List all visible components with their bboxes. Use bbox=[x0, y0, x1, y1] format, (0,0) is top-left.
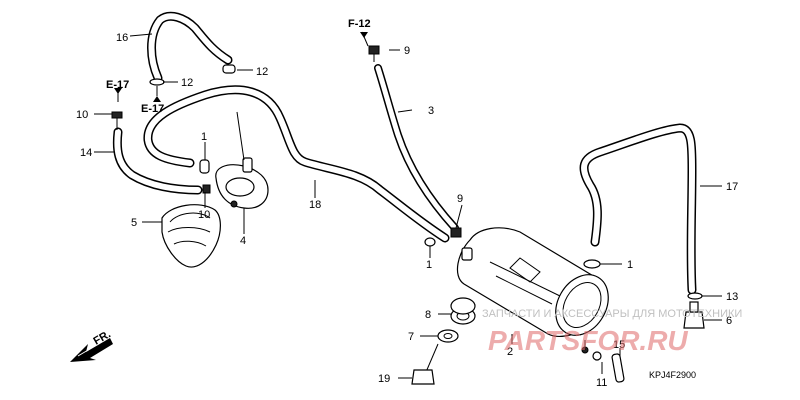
hose-18 bbox=[143, 85, 450, 243]
reference-labels: E-17 E-17 F-12 bbox=[106, 18, 371, 115]
callout-14: 14 bbox=[80, 147, 92, 159]
bracket-5 bbox=[161, 204, 221, 268]
screw-10-lower bbox=[202, 184, 211, 194]
callout-5: 5 bbox=[131, 217, 137, 229]
callout-10-left: 10 bbox=[76, 109, 88, 121]
screw-10-left bbox=[111, 111, 123, 130]
part-code: KPJ4F2900 bbox=[649, 370, 696, 380]
watermark-tagline: ЗАПЧАСТИ И АКСЕССУАРЫ ДЛЯ МОТОТЕХНИКИ bbox=[482, 308, 742, 320]
callout-19: 19 bbox=[378, 373, 390, 385]
callout-labels: 16 12 12 10 14 1 10 5 4 18 3 9 9 1 1 17 … bbox=[76, 32, 738, 389]
callout-12-left: 12 bbox=[181, 77, 193, 89]
hose-16 bbox=[147, 11, 233, 83]
pin-15 bbox=[611, 353, 625, 383]
clip-1-c bbox=[583, 259, 601, 269]
callout-17: 17 bbox=[726, 181, 738, 193]
fitting-6 bbox=[683, 301, 705, 329]
callout-4: 4 bbox=[240, 235, 246, 247]
callout-12-upper: 12 bbox=[256, 66, 268, 78]
callout-9-top: 9 bbox=[404, 45, 410, 57]
callout-1-c: 1 bbox=[627, 259, 633, 271]
callout-18: 18 bbox=[309, 199, 321, 211]
ref-e17-top: E-17 bbox=[106, 79, 129, 91]
callout-8: 8 bbox=[425, 309, 431, 321]
callout-9-mid: 9 bbox=[457, 193, 463, 205]
callout-13: 13 bbox=[726, 291, 738, 303]
clip-1-b bbox=[424, 237, 436, 247]
callout-3: 3 bbox=[428, 105, 434, 117]
hose-14 bbox=[112, 127, 203, 195]
hose-3 bbox=[374, 64, 459, 232]
callout-15: 15 bbox=[613, 339, 625, 351]
valve-4 bbox=[215, 111, 269, 209]
clip-12-upper bbox=[222, 64, 236, 74]
hose-17 bbox=[579, 123, 697, 295]
canister-2 bbox=[456, 227, 609, 354]
bolt-9-top bbox=[368, 45, 380, 62]
callout-10-lower: 10 bbox=[198, 209, 210, 221]
front-direction-arrow: FR. bbox=[70, 328, 113, 362]
callout-7: 7 bbox=[408, 331, 414, 343]
pin-11 bbox=[592, 351, 602, 361]
collar-7 bbox=[437, 329, 459, 343]
grommet-8 bbox=[450, 297, 476, 325]
bolt-19 bbox=[411, 343, 439, 385]
leader-lines bbox=[94, 31, 722, 379]
callout-1-a: 1 bbox=[201, 131, 207, 143]
callout-11: 11 bbox=[596, 377, 607, 389]
callout-2: 2 bbox=[507, 346, 513, 358]
clip-13 bbox=[687, 292, 703, 300]
callout-1-b: 1 bbox=[426, 259, 432, 271]
bolt-9-mid bbox=[450, 227, 462, 238]
ref-f12: F-12 bbox=[348, 18, 371, 30]
ref-e17-bottom: E-17 bbox=[141, 103, 164, 115]
watermark-logo: PARTSFOR.RU bbox=[488, 325, 688, 356]
callout-16: 16 bbox=[116, 32, 128, 44]
clip-12-left bbox=[149, 78, 165, 86]
clip-1-a bbox=[199, 159, 210, 174]
callout-6: 6 bbox=[726, 315, 732, 327]
watermark: ЗАПЧАСТИ И АКСЕССУАРЫ ДЛЯ МОТОТЕХНИКИ PA… bbox=[482, 308, 742, 356]
